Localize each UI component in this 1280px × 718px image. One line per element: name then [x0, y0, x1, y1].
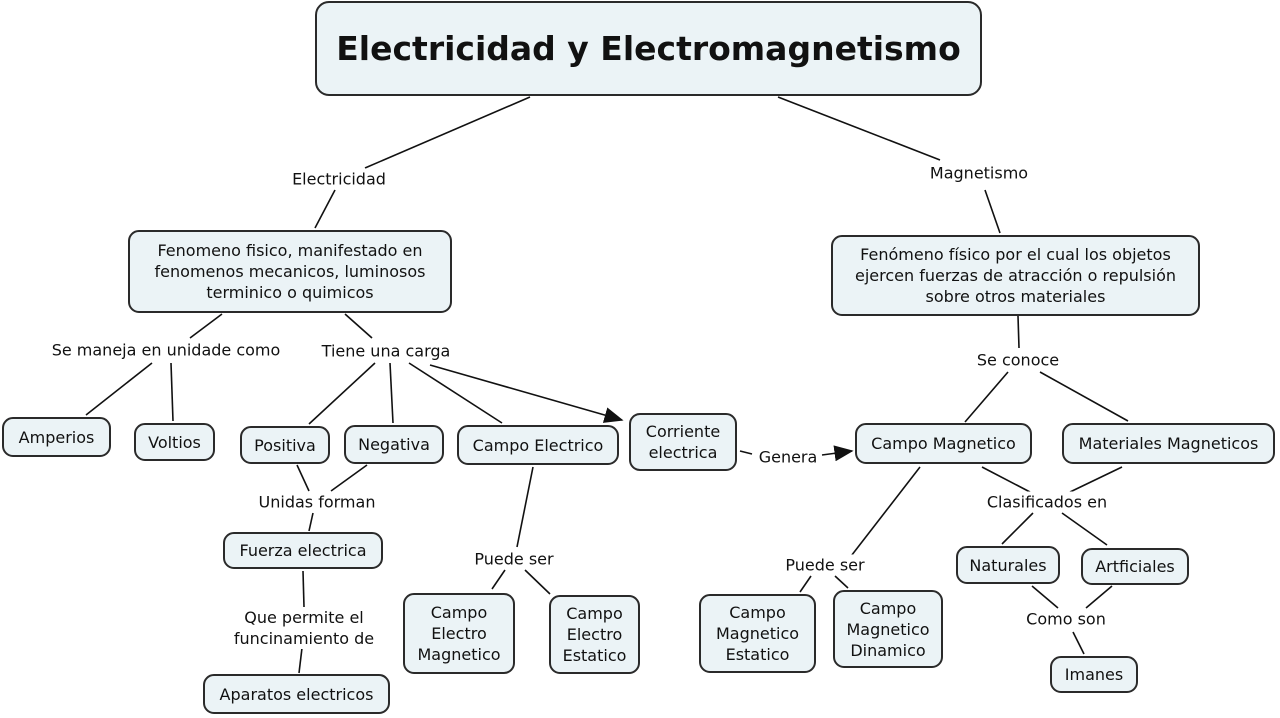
link-se-conoce: Se conoce — [974, 349, 1062, 371]
node-naturales: Naturales — [956, 546, 1060, 584]
title-node: Electricidad y Electromagnetismo — [315, 1, 982, 96]
link-genera: Genera — [756, 446, 820, 468]
node-corriente-electrica: Corriente electrica — [629, 413, 737, 471]
link-se-maneja: Se maneja en unidade como — [49, 339, 283, 361]
link-clasificados-en: Clasificados en — [984, 491, 1110, 513]
link-que-permite: Que permite el funcinamiento de — [231, 607, 377, 649]
node-voltios: Voltios — [134, 423, 215, 461]
link-electricidad: Electricidad — [290, 168, 388, 190]
node-imanes: Imanes — [1050, 656, 1138, 693]
node-campo-electrico: Campo Electrico — [457, 425, 619, 465]
link-tiene-carga: Tiene una carga — [319, 340, 453, 362]
link-magnetismo: Magnetismo — [927, 162, 1031, 184]
node-fenomeno-electrico: Fenomeno fisico, manifestado en fenomeno… — [128, 230, 452, 313]
node-materiales-magneticos: Materiales Magneticos — [1062, 423, 1275, 464]
node-campo-magnetico-dinamico: Campo Magnetico Dinamico — [833, 590, 943, 668]
node-campo-electro-estatico: Campo Electro Estatico — [549, 595, 640, 674]
node-positiva: Positiva — [240, 426, 330, 464]
node-amperios: Amperios — [2, 417, 111, 457]
link-puede-ser-electrico: Puede ser — [472, 548, 556, 570]
node-campo-magnetico-estatico: Campo Magnetico Estatico — [699, 594, 816, 673]
node-campo-magnetico: Campo Magnetico — [855, 423, 1032, 464]
node-fuerza-electrica: Fuerza electrica — [223, 532, 383, 569]
node-negativa: Negativa — [344, 425, 444, 464]
node-artificiales: Artficiales — [1081, 548, 1189, 585]
node-aparatos-electricos: Aparatos electricos — [203, 674, 390, 714]
link-puede-ser-magnetico: Puede ser — [783, 554, 867, 576]
link-unidas-forman: Unidas forman — [256, 491, 378, 513]
link-como-son: Como son — [1024, 608, 1108, 630]
node-campo-electro-magnetico: Campo Electro Magnetico — [403, 593, 515, 674]
node-fenomeno-magnetico: Fenómeno físico por el cual los objetos … — [831, 235, 1200, 316]
